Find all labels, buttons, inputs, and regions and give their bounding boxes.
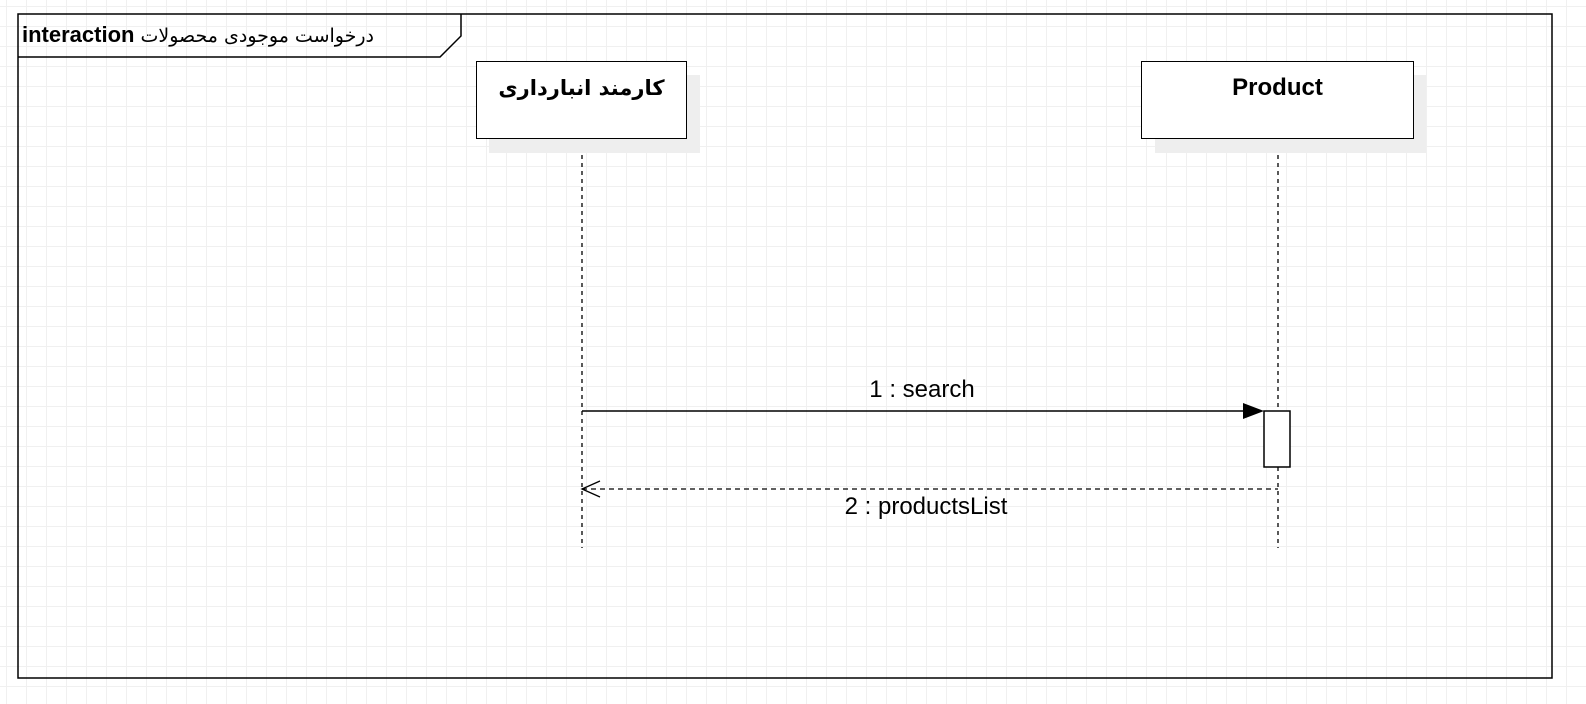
- products-list-message-label: 2 : productsList: [844, 493, 1008, 520]
- search-message-arrowhead: [1243, 403, 1264, 419]
- products-list-return-arrowhead: [580, 480, 601, 498]
- product-lifeline-head[interactable]: Product: [1141, 61, 1414, 139]
- frame-title: interaction درخواست موجودی محصولات: [22, 22, 442, 48]
- search-message-label: 1 : search: [869, 376, 975, 403]
- frame-keyword: interaction: [22, 22, 135, 47]
- actor-lifeline-head[interactable]: کارمند انبارداری: [476, 61, 687, 139]
- frame-name: درخواست موجودی محصولات: [140, 25, 374, 47]
- interaction-frame: [17, 13, 1553, 679]
- product-activation-bar: [1263, 410, 1291, 468]
- frame-title-tab: [18, 14, 462, 58]
